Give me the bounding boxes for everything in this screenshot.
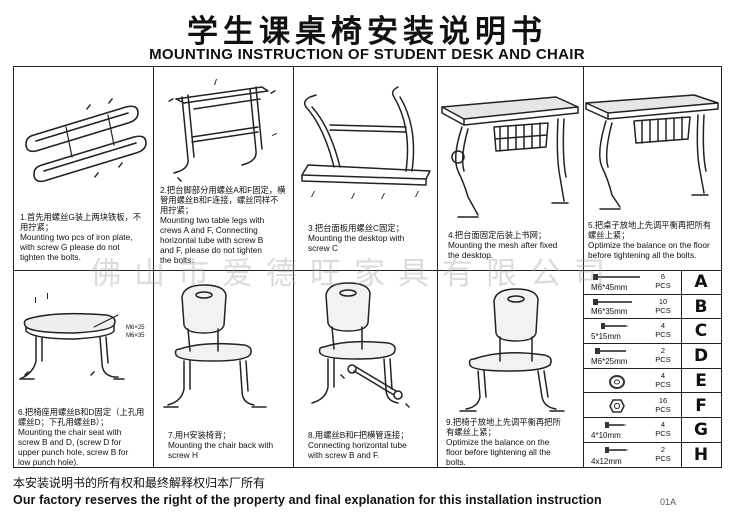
table-legs-illustration [168,79,277,182]
document-code: 01A [660,497,677,507]
grid-col-divider [153,66,154,468]
step-5-panel: 5.把桌子放地上先调平衡再把所有 螺丝上紧； Optimize the bala… [584,67,722,270]
title-en: MOUNTING INSTRUCTION OF STUDENT DESK AND… [149,46,585,63]
step-2-caption: 2.把台脚部分用螺丝A和F固定，横 管用螺丝B和F连接，螺丝同样不 用拧紧； M… [160,185,286,265]
step-5-caption: 5.把桌子放地上先调平衡再把所有 螺丝上紧； Optimize the bala… [588,220,712,260]
step-9-caption: 9.把椅子放地上先调平衡再把所 有螺丝上紧； Optimize the bala… [446,417,561,467]
grid-col-divider [583,66,584,468]
finished-desk-illustration [585,94,719,210]
step-4-panel: 4.把台面固定后装上书网； Mounting the mesh after fi… [438,67,583,270]
part-letter: G [694,420,708,441]
hex-nut-icon [609,398,625,413]
grid-col-divider [437,66,438,468]
part-name: 5*15mm [591,332,621,342]
step-4-caption: 4.把台面固定后装上书网； Mounting the mesh after fi… [448,230,558,260]
part-name: M6*45mm [591,282,628,292]
screw-h-icon [605,446,629,453]
grid-row-divider [13,270,722,271]
step-1-panel: 1.首先用螺丝G装上两块铁板，不 用拧紧； Mounting two pcs o… [14,67,153,270]
screw-c-icon [601,323,629,330]
step-7-caption: 7.用H安装椅背； Mounting the chair back with s… [168,430,274,460]
copyright-cn: 本安装说明书的所有权和最终解释权归本厂所有 [13,476,266,490]
finished-chair-illustration [459,288,565,412]
part-name: M6*35mm [591,307,628,317]
step-8-panel: 8.用螺丝B和F把横管连接； Connecting horizontal tub… [294,271,437,468]
screw-g-icon [605,422,627,429]
part-letter: A [694,272,708,292]
chair-seat-illustration [19,293,125,380]
step-3-caption: 3.把台面板用螺丝C固定； Mounting the desktop with … [308,223,405,253]
screw-size-label-m6x35: M6×35 [126,333,145,339]
part-name: M6*25mm [591,356,628,366]
part-letter: B [694,296,708,317]
part-letter: C [694,321,708,342]
step-6-panel: M6×25 M6×35 6.把椅座用螺丝B和D固定（上孔用 螺丝D；下孔用螺丝B… [14,271,153,468]
step-1-caption: 1.首先用螺丝G装上两块铁板，不 用拧紧； Mounting two pcs o… [20,212,142,262]
part-name: 4x12mm [591,456,622,466]
part-letter: D [693,346,709,367]
desktop-mount-illustration [301,86,431,199]
step-6-caption: 6.把椅座用螺丝B和D固定（上孔用 螺丝D；下孔用螺丝B）； Mounting … [18,407,145,467]
parts-column-divider [681,270,682,468]
step-2-panel: 2.把台脚部分用螺丝A和F固定，横 管用螺丝B和F连接，螺丝同样不 用拧紧； M… [154,67,293,270]
copyright-en: Our factory reserves the right of the pr… [13,493,602,507]
chair-tube-illustration [311,282,410,408]
screw-size-label-m6x25: M6×25 [126,325,145,331]
bolt-a-icon [593,274,640,280]
instruction-grid [13,66,722,468]
step-3-panel: 3.把台面板用螺丝C固定； Mounting the desktop with … [294,67,437,270]
washer-icon [609,374,625,389]
iron-plate-illustration [25,98,147,183]
step-8-caption: 8.用螺丝B和F把横管连接； Connecting horizontal tub… [308,430,409,460]
chair-back-illustration [163,284,267,408]
bolt-b-icon [593,298,632,305]
part-letter: H [693,444,709,465]
part-letter: F [695,395,707,416]
part-letter: E [695,370,707,391]
company-watermark: 佛山市爱德旺家具有限公司 [90,256,618,292]
step-7-panel: 7.用H安装椅背； Mounting the chair back with s… [154,271,293,468]
bolt-d-icon [595,348,626,355]
desk-mesh-illustration [441,96,579,218]
grid-col-divider [293,66,294,468]
step-9-panel: 9.把椅子放地上先调平衡再把所 有螺丝上紧； Optimize the bala… [438,271,583,468]
title-cn: 学生课桌椅安装说明书 [187,14,547,50]
part-name: 4*10mm [591,430,621,440]
